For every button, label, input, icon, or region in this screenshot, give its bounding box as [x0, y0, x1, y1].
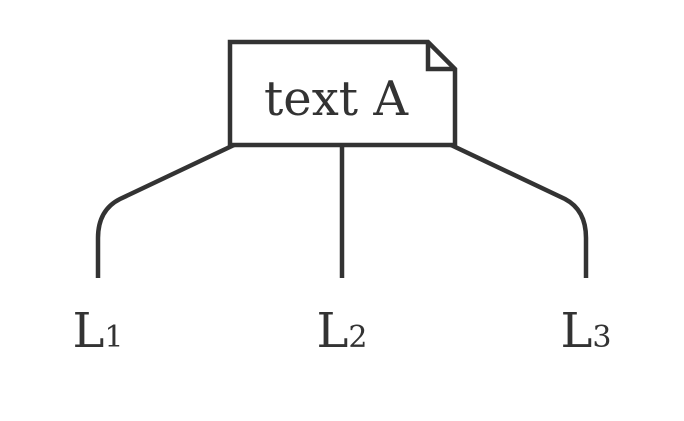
leaf-label-1: L1: [73, 303, 124, 359]
root-node-fold: [425, 42, 455, 72]
connector-left: [95, 142, 235, 278]
root-node-label: text A: [264, 71, 409, 127]
connector-right: [450, 142, 589, 278]
leaf-label-2: L2: [317, 303, 368, 359]
root-node: text A: [227, 39, 458, 148]
root-node-box: [227, 39, 458, 148]
leaf-label-3: L3: [561, 303, 612, 359]
